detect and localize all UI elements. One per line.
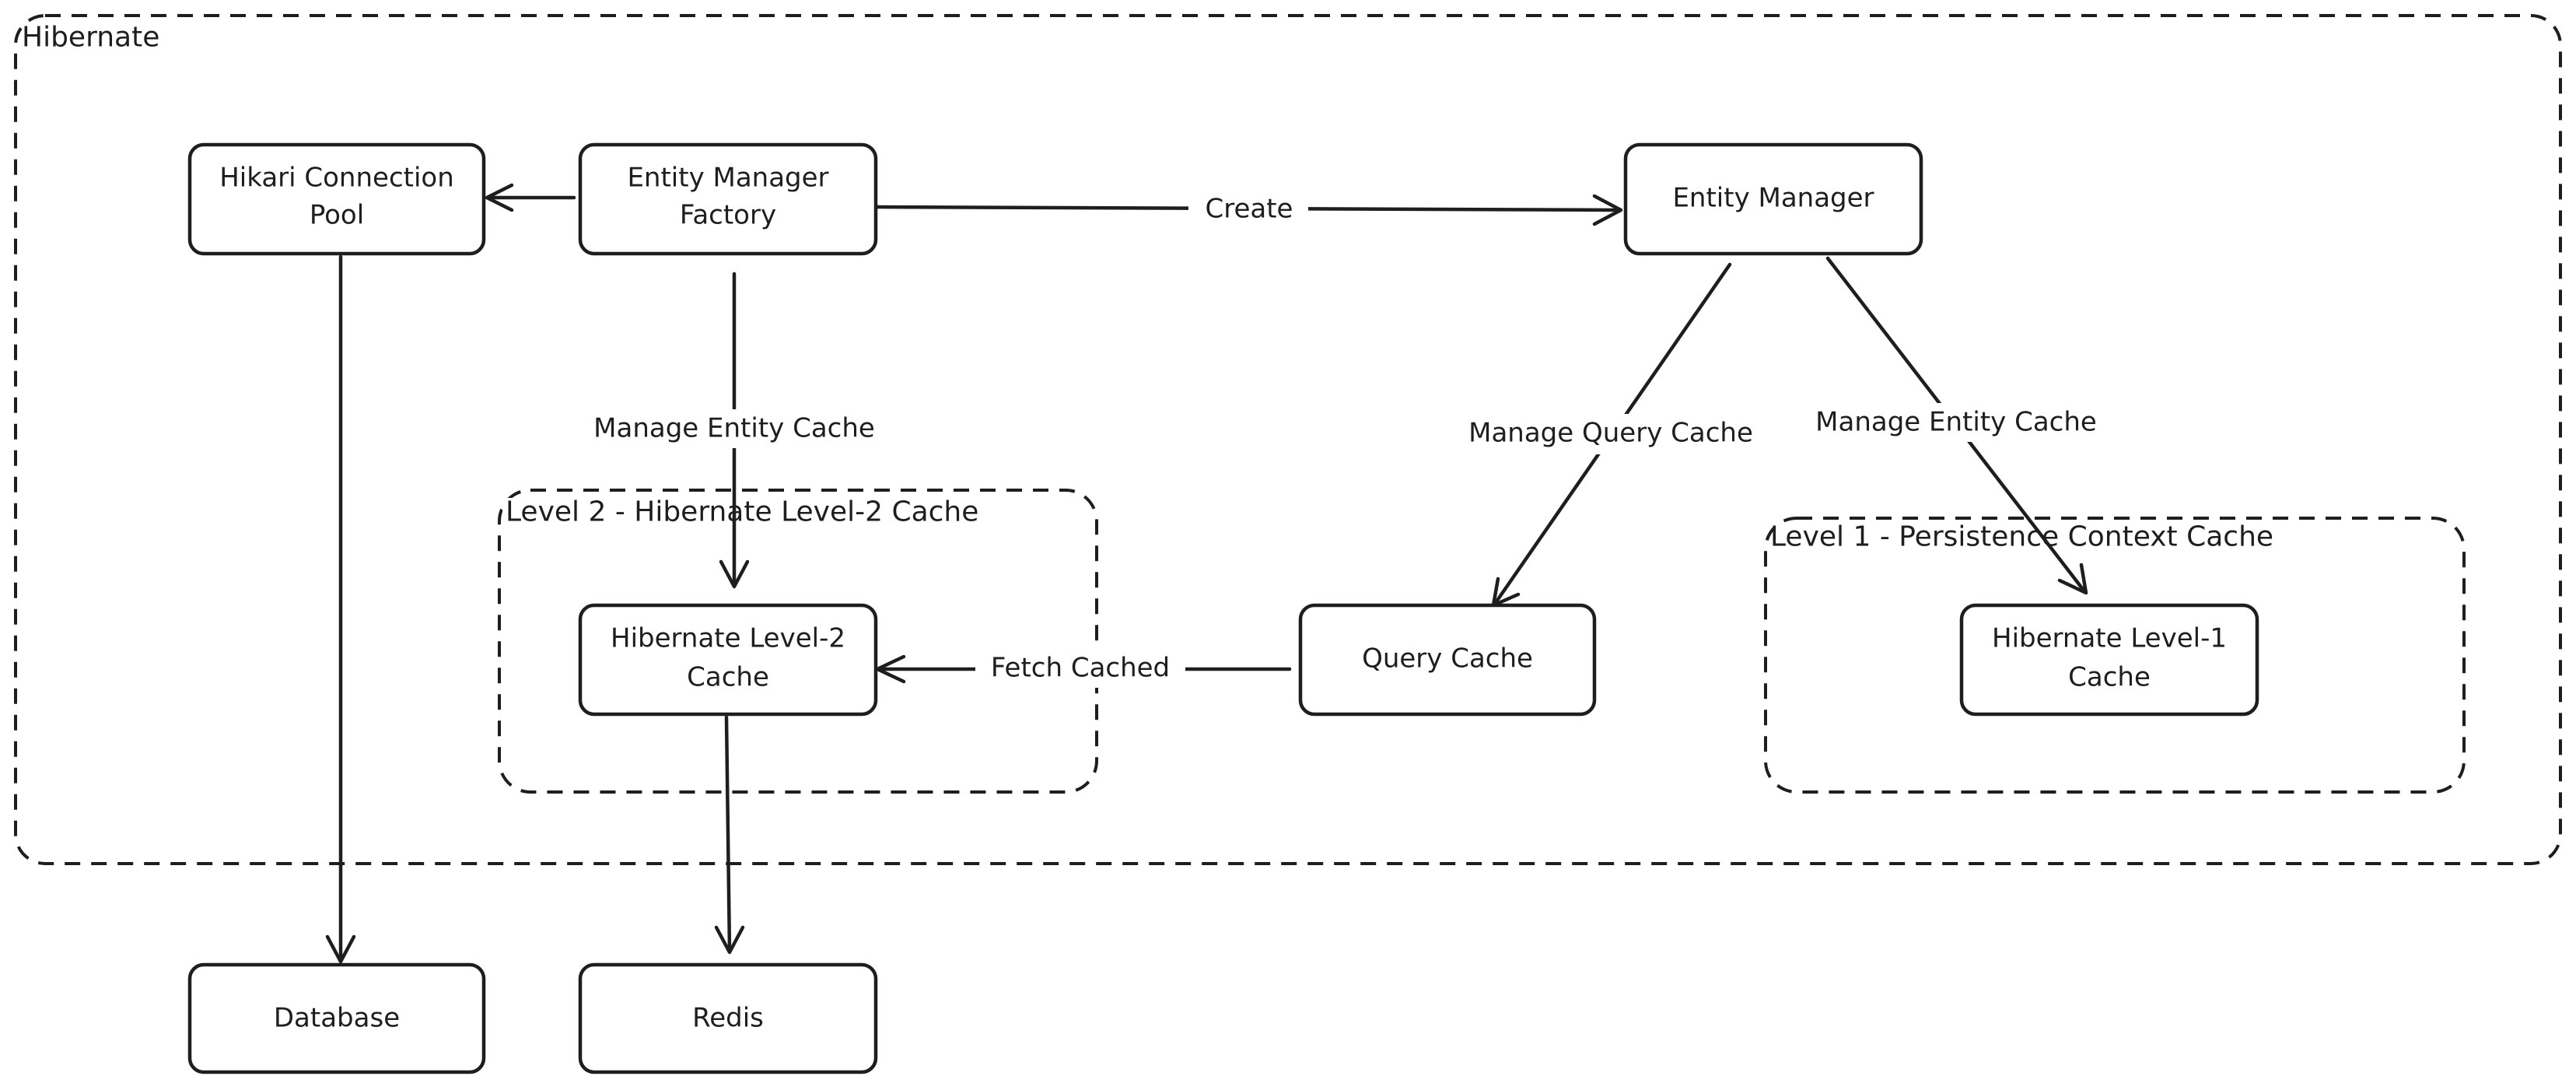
arrowhead-icon [719,559,750,589]
group-level1-cache: Level 1 - Persistence Context Cache [1764,517,2466,794]
group-level2-border [498,489,1098,794]
edge-l2-to-redis [714,715,745,955]
edge-emf-to-l2-label: Manage Entity Cache [593,413,875,444]
edge-create: Create [875,191,1623,227]
edge-em-to-query-cache: Manage Query Cache [1451,262,1770,608]
edge-create-label: Create [1206,194,1293,225]
arrowhead-icon [1592,194,1623,226]
node-database: Database [187,962,486,1074]
group-hibernate: Hibernate [14,14,2562,865]
node-entity-manager: Entity Manager [1623,142,1923,256]
node-em-label: Entity Manager [1672,183,1874,214]
node-l2cache-label-line2: Cache [687,662,769,693]
node-querycache-label: Query Cache [1362,643,1533,675]
node-hikari-label-line1: Hikari Connection [219,163,454,194]
edge-hikari-to-database [325,254,356,964]
edge-em-to-l1-label: Manage Entity Cache [1815,407,2097,438]
arrowhead-icon [325,934,356,964]
node-database-label: Database [274,1003,400,1034]
group-level1-border [1764,517,2466,794]
edge-query-to-l2: Fetch Cached [875,650,1292,688]
node-query-cache: Query Cache [1298,603,1597,717]
node-l1cache-label-line1: Hibernate Level-1 [1992,623,2227,654]
group-level1-label: Level 1 - Persistence Context Cache [1770,521,2273,553]
node-entity-manager-factory: Entity Manager Factory [578,142,878,256]
group-level2-cache: Level 2 - Hibernate Level-2 Cache [498,489,1098,794]
node-hikari-label-line2: Pool [310,200,364,231]
edge-em-to-query-label: Manage Query Cache [1468,418,1753,449]
edge-emf-to-hikari [485,183,576,212]
group-level2-label: Level 2 - Hibernate Level-2 Cache [506,496,978,528]
node-redis: Redis [578,962,878,1074]
node-l2cache-label-line1: Hibernate Level-2 [611,623,845,654]
node-hibernate-level2-cache: Hibernate Level-2 Cache [578,603,878,717]
group-hibernate-label: Hibernate [22,22,159,54]
group-hibernate-border [14,14,2562,865]
node-redis-label: Redis [692,1003,764,1034]
edge-query-to-l2-label: Fetch Cached [991,653,1170,684]
node-emf-label-line1: Entity Manager [627,163,828,194]
edge-em-to-l1-cache: Manage Entity Cache [1794,256,2119,595]
arrowhead-icon [714,925,745,955]
edge-emf-to-l2: Manage Entity Cache [572,272,898,589]
node-emf-label-line2: Factory [680,200,776,231]
arrowhead-icon [485,183,514,212]
node-hibernate-level1-cache: Hibernate Level-1 Cache [1959,603,2259,717]
node-l1cache-label-line2: Cache [2068,662,2151,693]
node-hikari-connection-pool: Hikari Connection Pool [187,142,486,256]
arrowhead-icon [2057,563,2088,595]
